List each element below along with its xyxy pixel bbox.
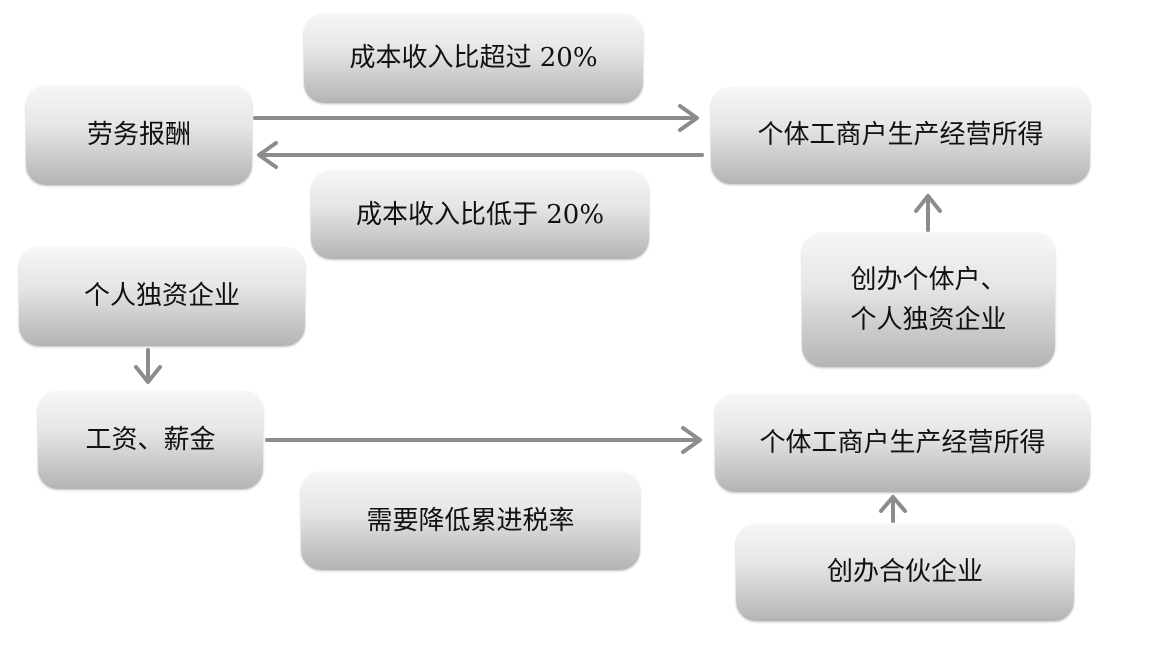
node-found-entity: 创办个体户、 个人独资企业: [802, 233, 1055, 367]
node-business-income-top-label: 个体工商户生产经营所得: [757, 120, 1044, 151]
label-lower-rate: 需要降低累进税率: [301, 472, 640, 570]
node-found-entity-line1: 创办个体户、: [850, 264, 1007, 295]
node-business-income-bottom-label: 个体工商户生产经营所得: [759, 427, 1046, 458]
arrow-found-to-business-head: [914, 194, 942, 213]
arrow-business-to-labor-head: [257, 141, 278, 169]
node-business-income-bottom: 个体工商户生产经营所得: [715, 394, 1090, 492]
node-found-entity-line2: 个人独资企业: [850, 305, 1007, 335]
arrow-soleprop-to-wages-head: [134, 365, 162, 384]
label-ratio-above: 成本收入比超过 20%: [304, 14, 643, 103]
node-sole-proprietorship: 个人独资企业: [19, 247, 305, 346]
label-lower-rate-text: 需要降低累进税率: [366, 505, 575, 536]
node-sole-proprietorship-label: 个人独资企业: [83, 281, 240, 312]
label-ratio-above-text: 成本收入比超过 20%: [349, 43, 598, 74]
node-labor-fee: 劳务报酬: [26, 86, 252, 185]
node-partnership-label: 创办合伙企业: [826, 557, 983, 588]
label-ratio-below: 成本收入比低于 20%: [311, 171, 649, 259]
arrow-partnership-to-business-head: [879, 495, 907, 513]
arrow-wages-to-business-head: [681, 426, 702, 454]
node-wages-label: 工资、薪金: [85, 424, 216, 455]
label-ratio-below-text: 成本收入比低于 20%: [355, 199, 605, 230]
node-business-income-top: 个体工商户生产经营所得: [711, 87, 1090, 184]
node-wages: 工资、薪金: [38, 391, 263, 489]
arrow-labor-to-business-head: [678, 104, 699, 132]
node-labor-fee-label: 劳务报酬: [86, 120, 191, 151]
node-partnership: 创办合伙企业: [736, 524, 1074, 621]
